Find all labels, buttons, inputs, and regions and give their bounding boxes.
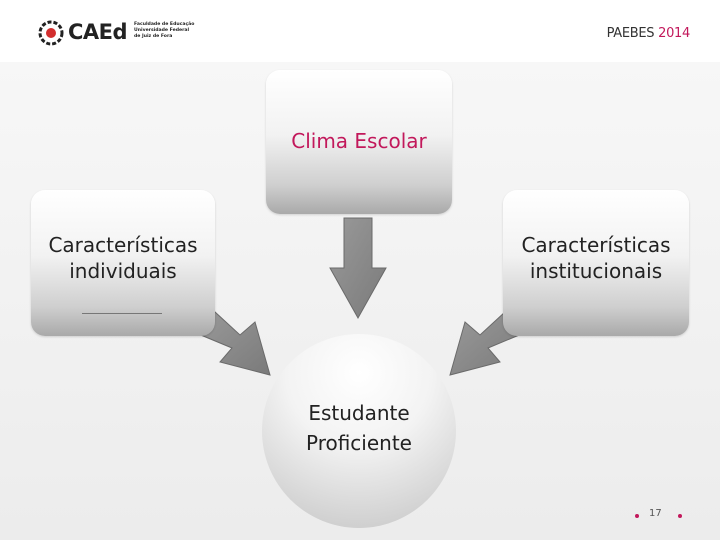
footer-dot-right	[678, 514, 682, 518]
circle-estudante-proficiente: Estudante Proficiente	[262, 334, 456, 528]
arrow-left-diagonal	[195, 311, 271, 376]
estudante-proficiente-label: Estudante Proficiente	[305, 401, 412, 455]
footer-dot-left	[635, 514, 639, 518]
logo-wordmark: CAEd	[68, 20, 128, 44]
box-clima-escolar: Clima Escolar	[266, 70, 452, 214]
caed-logo-icon	[38, 20, 64, 46]
title-year: 2014	[658, 26, 690, 41]
clima-escolar-label: Clima Escolar	[291, 129, 427, 153]
arrow-down	[329, 217, 387, 320]
presentation-title: PAEBES 2014	[606, 26, 691, 41]
page-number: 17	[649, 508, 662, 519]
institucionais-label: Características institucionais	[521, 233, 671, 283]
title-text: PAEBES	[606, 26, 655, 41]
logo-subtitle: Faculdade de Educação Universidade Feder…	[134, 22, 195, 39]
slide-header: CAEd Faculdade de Educação Universidade …	[0, 0, 720, 62]
slide-footer: 17	[600, 505, 700, 525]
individuais-label: Características individuais	[48, 233, 198, 283]
decorative-line	[82, 313, 162, 314]
box-caracteristicas-institucionais: Características institucionais	[503, 190, 689, 336]
caed-logo: CAEd Faculdade de Educação Universidade …	[38, 20, 208, 48]
box-caracteristicas-individuais: Características individuais	[31, 190, 215, 336]
